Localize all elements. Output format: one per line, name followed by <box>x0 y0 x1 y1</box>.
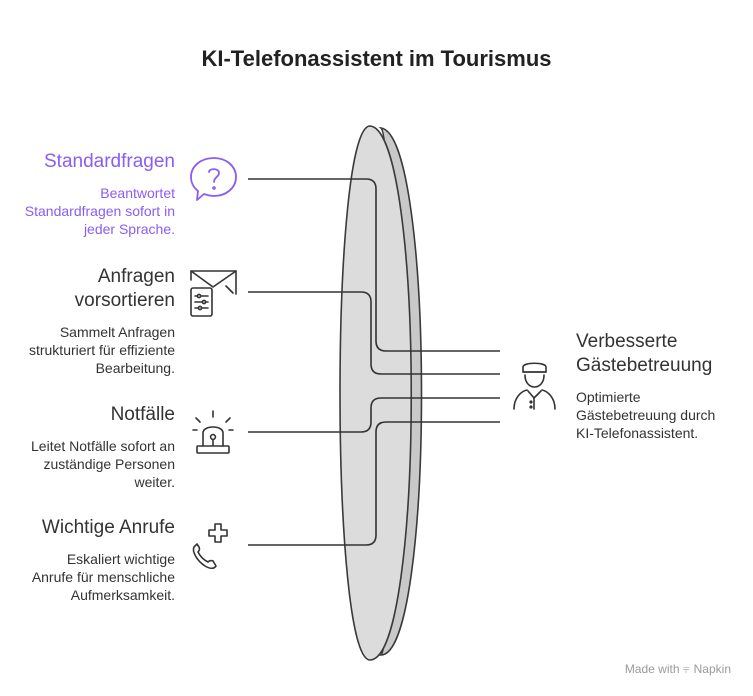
alarm-siren-icon <box>192 410 234 454</box>
page-title: KI-Telefonassistent im Tourismus <box>201 46 552 71</box>
item-description: Beantwortet Standardfragen sofort in jed… <box>24 185 175 237</box>
lens-shape <box>339 125 423 661</box>
connector-standardfragen <box>248 178 500 352</box>
item-notfaelle: Notfälle Leitet Notfälle sofort an zustä… <box>25 403 175 491</box>
outcome-description: Optimierte Gästebetreuung durch KI-Telef… <box>576 389 716 441</box>
item-heading: Notfälle <box>110 404 175 425</box>
connector-notfaelle <box>248 397 500 433</box>
item-heading: Wichtige Anrufe <box>41 517 175 538</box>
connector-lines <box>248 178 500 546</box>
footer-made-with: Made with <box>624 662 680 676</box>
item-anfragen-vorsortieren: Anfragen vorsortieren Sammelt Anfragen s… <box>5 265 175 377</box>
item-wichtige-anrufe: Wichtige Anrufe Eskaliert wichtige Anruf… <box>25 516 175 604</box>
footer-credit[interactable]: Made with ⫧Napkin <box>625 662 731 677</box>
item-description: Sammelt Anfragen strukturiert für effizi… <box>28 324 175 376</box>
envelope-filter-icon <box>190 270 237 317</box>
question-bubble-icon <box>190 157 237 201</box>
bellhop-icon <box>513 362 556 410</box>
item-heading: Anfragen vorsortieren <box>74 266 175 311</box>
item-description: Leitet Notfälle sofort an zuständige Per… <box>31 438 175 490</box>
item-standardfragen: Standardfragen Beantwortet Standardfrage… <box>15 150 175 238</box>
item-heading: Standardfragen <box>44 151 175 172</box>
phone-medical-icon <box>192 523 228 570</box>
napkin-logo-icon: ⫧ <box>682 662 690 676</box>
item-description: Eskaliert wichtige Anrufe für menschlich… <box>31 551 175 603</box>
outcome-heading: Verbesserte Gästebetreuung <box>576 331 713 376</box>
footer-brand: Napkin <box>693 662 731 676</box>
connector-wichtige-anrufe <box>248 421 500 546</box>
outcome-block: Verbesserte Gästebetreuung Optimierte Gä… <box>576 330 736 442</box>
connector-anfragen <box>248 291 500 375</box>
